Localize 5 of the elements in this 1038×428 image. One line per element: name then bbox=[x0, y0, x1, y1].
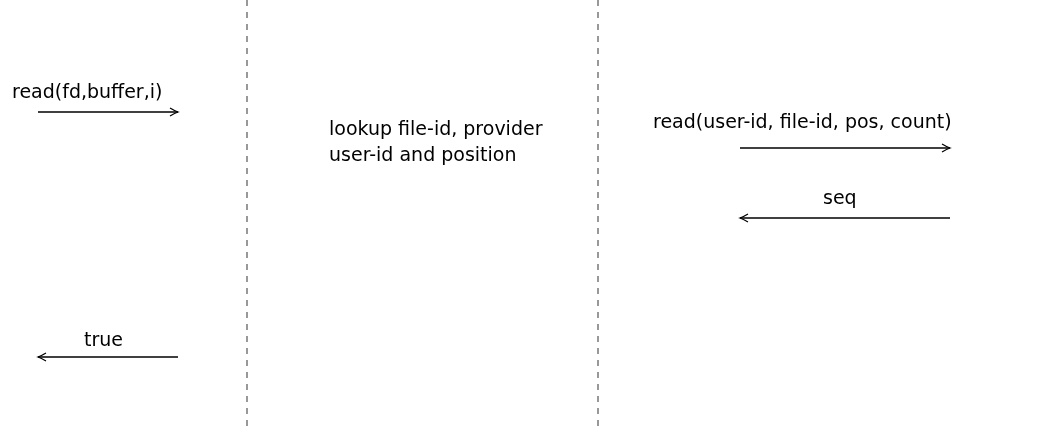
message-label: read(fd,buffer,i) bbox=[12, 79, 163, 104]
note-text: lookup file-id, provider user-id and position bbox=[329, 116, 544, 167]
message-label: read(user-id, file-id, pos, count) bbox=[653, 109, 952, 134]
message-label: seq bbox=[823, 185, 857, 210]
message-label: true bbox=[84, 327, 123, 352]
